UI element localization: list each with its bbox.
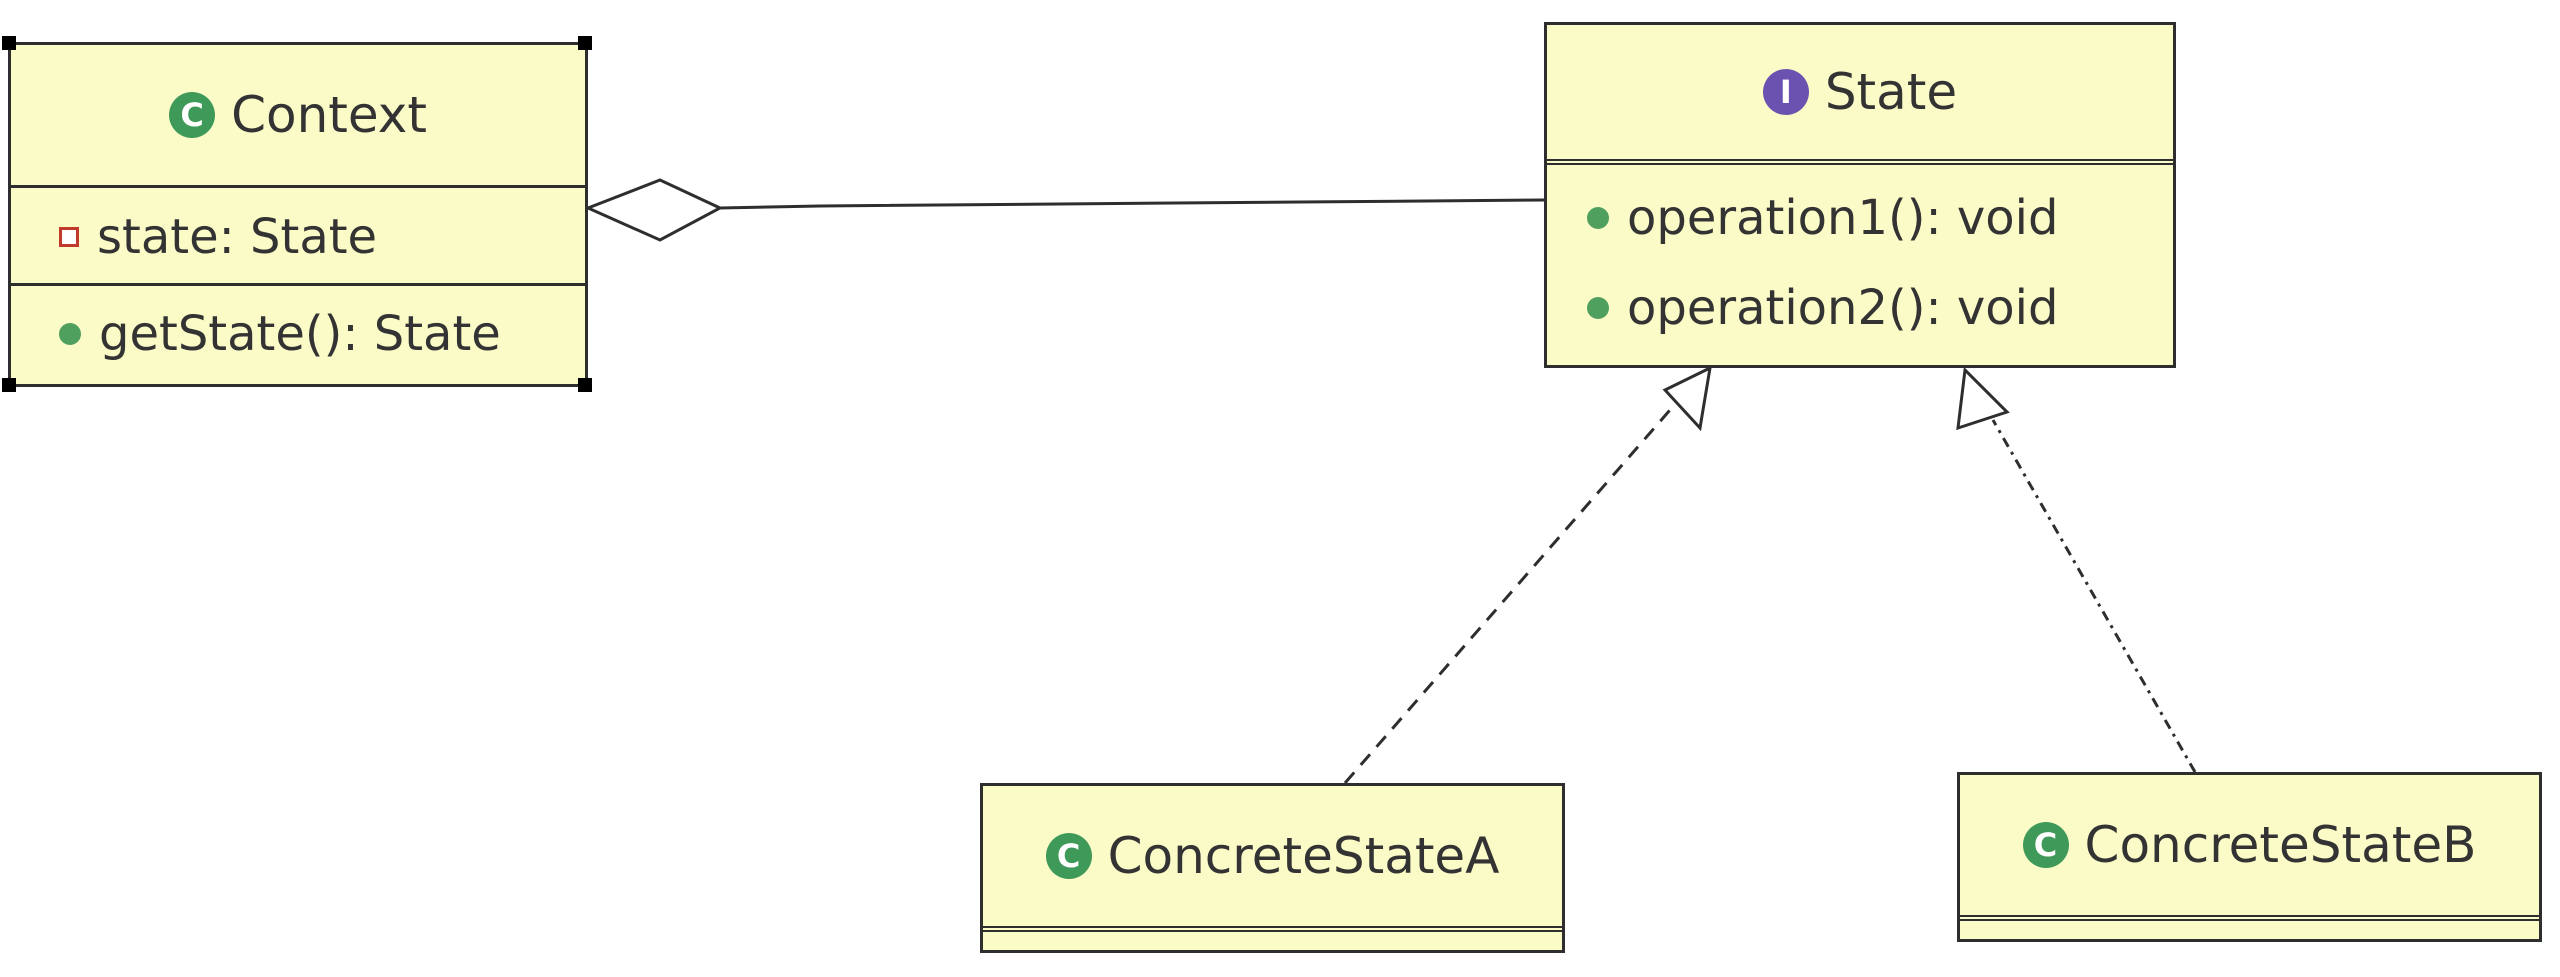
concrete-state-b-header: C ConcreteStateB <box>1960 775 2539 915</box>
concrete-state-a-header: C ConcreteStateA <box>983 786 1562 926</box>
context-methods-section: getState(): State <box>11 283 585 384</box>
concrete-state-b-empty-section <box>1960 915 2539 935</box>
method-row: operation1(): void <box>1559 173 2161 263</box>
field-state-label: state: State <box>97 209 378 265</box>
class-icon: C <box>2022 822 2069 868</box>
context-class-header: C Context <box>11 45 585 185</box>
method-getstate-label: getState(): State <box>99 306 501 362</box>
concrete-state-b-name: ConcreteStateB <box>2084 816 2477 874</box>
realization-line-b <box>1991 419 2197 773</box>
method-operation2-label: operation2(): void <box>1627 280 2059 336</box>
state-methods-section: operation1(): void operation2(): void <box>1547 159 2173 359</box>
concrete-state-a-box[interactable]: C ConcreteStateA <box>980 783 1565 953</box>
context-fields-section: state: State <box>11 185 585 283</box>
concrete-state-b-box[interactable]: C ConcreteStateB <box>1957 772 2542 942</box>
context-class-name: Context <box>231 86 427 144</box>
public-method-icon <box>59 323 81 345</box>
aggregation-line <box>719 198 1545 210</box>
selection-handle-top-left[interactable] <box>2 36 16 50</box>
concrete-state-a-empty-section <box>983 926 1562 946</box>
realization-arrowhead-a <box>1662 365 1712 432</box>
context-class-box[interactable]: C Context state: State getState(): State <box>8 42 588 387</box>
public-method-icon <box>1587 207 1609 229</box>
method-row: getState(): State <box>23 286 573 382</box>
selection-handle-top-right[interactable] <box>578 36 592 50</box>
state-interface-header: I State <box>1547 25 2173 159</box>
public-method-icon <box>1587 297 1609 319</box>
state-interface-box[interactable]: I State operation1(): void operation2():… <box>1544 22 2176 368</box>
aggregation-diamond <box>584 178 724 242</box>
realization-line-a <box>1343 409 1672 784</box>
field-row: state: State <box>23 188 573 286</box>
interface-icon: I <box>1762 69 1809 115</box>
class-icon: C <box>169 92 216 138</box>
method-row: operation2(): void <box>1559 263 2161 353</box>
selection-handle-bottom-left[interactable] <box>2 378 16 392</box>
class-icon: C <box>1045 833 1092 879</box>
state-interface-name: State <box>1824 63 1958 121</box>
selection-handle-bottom-right[interactable] <box>578 378 592 392</box>
realization-arrowhead-b <box>1956 366 2010 431</box>
method-operation1-label: operation1(): void <box>1627 190 2059 246</box>
concrete-state-a-name: ConcreteStateA <box>1107 827 1500 885</box>
private-field-icon <box>59 227 79 247</box>
